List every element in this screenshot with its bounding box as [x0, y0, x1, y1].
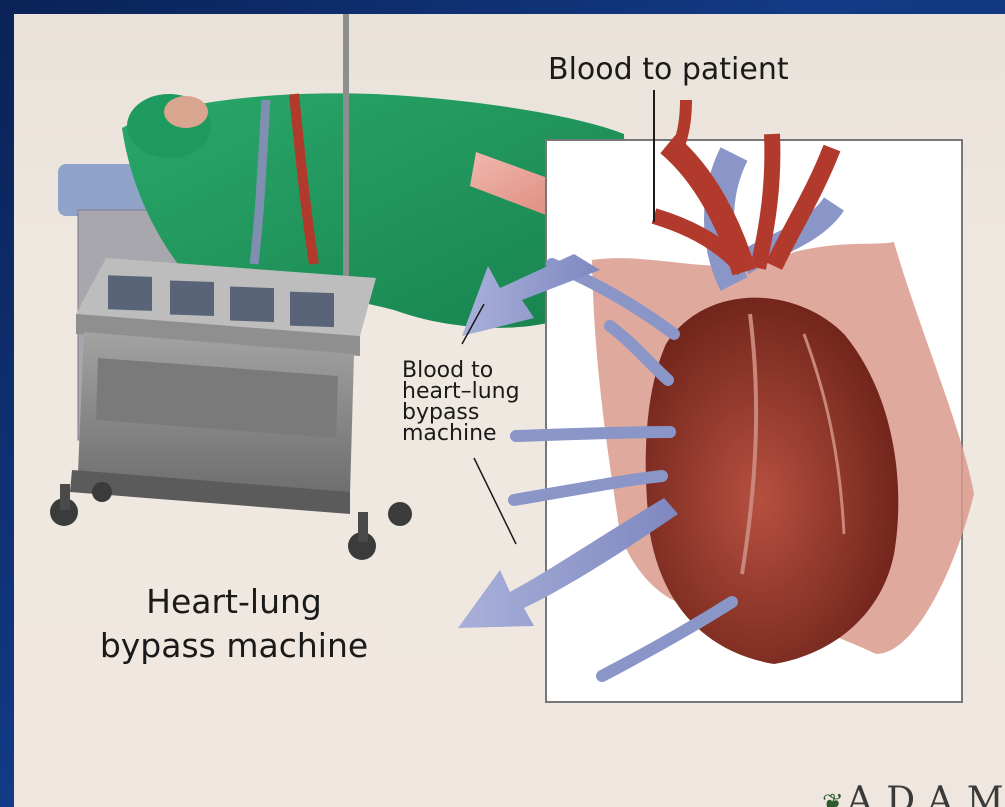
adam-logo-text: A.D.A.M.	[847, 780, 1005, 807]
illustration-panel: Blood to patient Blood to heart–lung byp…	[14, 14, 1005, 807]
bypass-machine-label: Heart-lung bypass machine	[74, 580, 394, 668]
adam-leaf-icon: ❦	[822, 789, 845, 807]
bypass-machine-drawing	[50, 258, 412, 560]
iv-pole	[343, 14, 349, 276]
artery-top	[676, 100, 686, 154]
blood-to-machine-label: Blood to heart–lung bypass machine	[402, 360, 552, 444]
adam-logo: ❦A.D.A.M.	[822, 780, 1005, 807]
blood-to-patient-label: Blood to patient	[548, 52, 789, 87]
